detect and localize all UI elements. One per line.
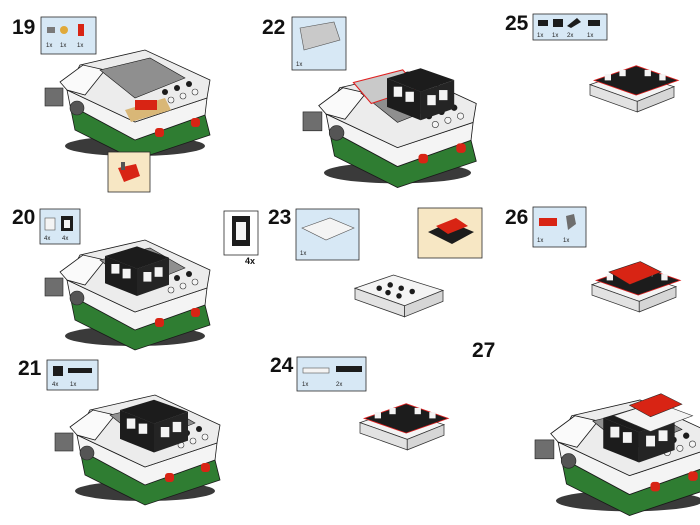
part-count: 1x — [300, 251, 306, 257]
parts-callout: 1x 1x 2x 1x — [532, 13, 608, 41]
step-25: 25 1x 1x 2x 1x — [505, 12, 679, 113]
part-count: 4x — [52, 382, 58, 388]
grey-tile-icon — [47, 27, 55, 33]
step-23: 23 1x — [268, 206, 483, 318]
part-count: 1x — [537, 238, 543, 244]
part-count: 1x — [587, 33, 593, 39]
white-plate-icon — [301, 217, 355, 241]
step-20-model — [44, 239, 211, 351]
grey-hinge-icon — [566, 214, 576, 230]
aside-part-count: 4x — [245, 256, 255, 266]
part-count: 1x — [70, 382, 76, 388]
part-count: 2x — [336, 382, 342, 388]
step-number: 25 — [505, 12, 529, 35]
step-number: 22 — [262, 16, 285, 39]
aside-part: 4x — [223, 210, 259, 266]
part-count: 1x — [537, 33, 543, 39]
step-number: 21 — [18, 357, 42, 380]
window-pane-icon — [44, 217, 56, 231]
parts-callout: 4x 4x — [39, 208, 81, 245]
part-count: 1x — [77, 43, 83, 49]
part-count: 1x — [296, 62, 302, 68]
step-19-model — [44, 49, 211, 161]
part-count: 1x — [563, 238, 569, 244]
step-22: 22 1x — [262, 16, 477, 189]
part-count: 1x — [60, 43, 66, 49]
step-19: 19 1x 1x 1x — [12, 16, 211, 193]
part-count: 1x — [46, 43, 52, 49]
step-24-model — [359, 403, 449, 451]
black-plate-icon — [588, 20, 600, 26]
step-number: 20 — [12, 206, 35, 229]
part-count: 4x — [44, 236, 50, 242]
step-23-model — [354, 274, 444, 318]
black-brick-icon — [553, 19, 563, 27]
red-brick-icon — [539, 218, 557, 226]
part-count: 4x — [62, 236, 68, 242]
parts-callout: 1x 1x 1x — [40, 16, 97, 55]
step-number: 19 — [12, 16, 35, 39]
step-number: 24 — [270, 354, 294, 377]
step-27-model — [534, 393, 700, 517]
part-count: 1x — [302, 382, 308, 388]
grey-slope-icon — [299, 21, 341, 51]
subassembly-callout — [107, 151, 151, 193]
black-plate-icon — [68, 368, 92, 373]
step-number: 27 — [472, 339, 495, 362]
step-26-model — [591, 261, 681, 313]
step-21: 21 4x 1x — [18, 357, 221, 506]
parts-callout: 1x — [291, 16, 347, 71]
step-20: 20 4x 4x 4x — [12, 206, 259, 351]
black-brick-icon — [53, 366, 63, 376]
parts-callout: 1x — [295, 208, 360, 261]
parts-callout: 1x 1x — [532, 206, 587, 248]
step-21-model — [54, 394, 221, 506]
parts-callout: 4x 1x — [46, 359, 99, 391]
step-number: 23 — [268, 206, 291, 229]
step-24: 24 1x 2x — [270, 354, 449, 451]
parts-callout: 1x 2x — [296, 356, 367, 392]
part-count: 1x — [552, 33, 558, 39]
gold-disc-icon — [60, 26, 68, 34]
step-27: 27 — [472, 339, 700, 517]
black-tile-icon — [538, 20, 548, 26]
part-count: 2x — [567, 33, 573, 39]
white-plate-icon — [302, 367, 330, 374]
black-plate-icon — [336, 366, 362, 372]
step-26: 26 1x 1x — [505, 206, 681, 313]
step-number: 26 — [505, 206, 528, 229]
black-slope-icon — [567, 18, 581, 28]
step-25-model — [589, 65, 679, 113]
subassembly-callout — [417, 207, 483, 259]
red-lever-icon — [78, 24, 84, 36]
step-22-model — [302, 68, 477, 189]
